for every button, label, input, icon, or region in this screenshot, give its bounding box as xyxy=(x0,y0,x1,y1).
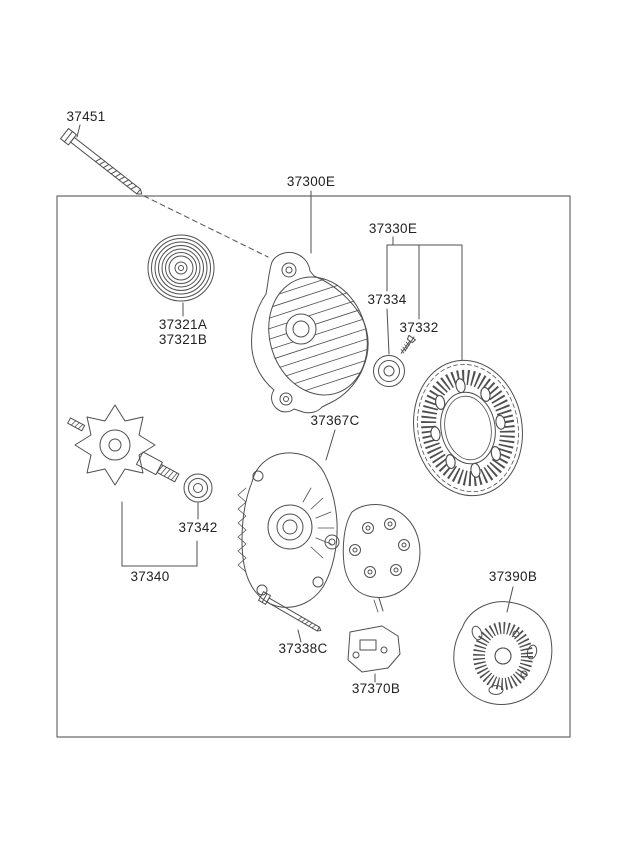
part-label-37342: 37342 xyxy=(178,520,217,535)
rear-bearing-drawing xyxy=(183,473,213,503)
mount-bolt-drawing xyxy=(60,127,143,195)
part-label-37451: 37451 xyxy=(66,109,105,124)
part-label-37370b: 37370B xyxy=(352,681,400,696)
part-label-37334: 37334 xyxy=(367,292,406,307)
part-label-37330e: 37330E xyxy=(369,221,417,236)
part-label-37321b: 37321B xyxy=(159,332,207,347)
leader-lines xyxy=(76,124,514,683)
front-housing-drawing xyxy=(251,251,369,414)
front-bearing-drawing xyxy=(373,355,405,387)
rectifier-drawing xyxy=(342,504,421,613)
assembly-axis-dashed-line xyxy=(143,195,269,258)
part-label-37390b: 37390B xyxy=(489,569,537,584)
part-label-37338c: 37338C xyxy=(278,641,327,656)
diagram-border-box xyxy=(56,195,571,738)
rear-housing-drawing xyxy=(237,452,340,608)
rotor-drawing xyxy=(67,404,180,486)
regulator-drawing xyxy=(347,625,401,673)
rear-cover-drawing xyxy=(453,601,553,705)
part-label-37332: 37332 xyxy=(399,320,438,335)
stator-drawing xyxy=(413,359,523,497)
part-label-37321a: 37321A xyxy=(159,317,207,332)
part-label-37300e: 37300E xyxy=(287,174,335,189)
part-label-37367c: 37367C xyxy=(310,413,359,428)
part-label-37340: 37340 xyxy=(130,569,169,584)
pulley-drawing xyxy=(147,234,215,302)
through-bolt-drawing xyxy=(258,591,322,632)
